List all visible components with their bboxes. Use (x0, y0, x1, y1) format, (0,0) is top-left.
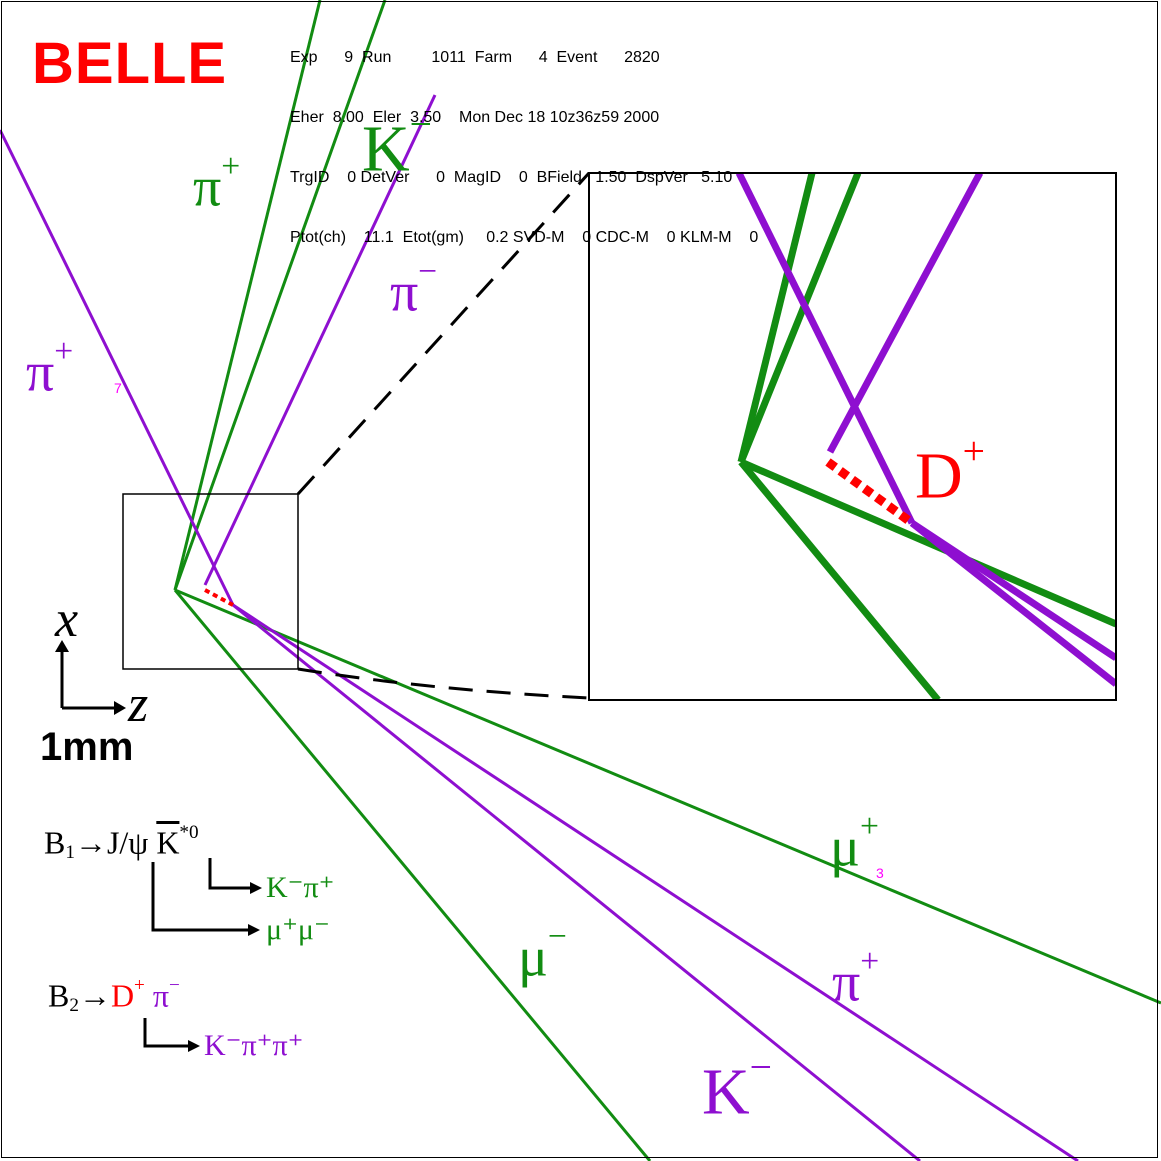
decay-b2: B2→D+ π− (48, 975, 180, 1017)
label-d-plus: D+ (915, 429, 985, 513)
label-pi-plus-green: π+ (193, 148, 241, 219)
label-pi-plus-purple-left: π+ (26, 333, 74, 404)
label-k-minus-green: K− (362, 102, 432, 186)
decay-jpsi-products: μ⁺μ⁻ (266, 913, 330, 946)
decay-arrow-d (143, 1018, 190, 1048)
axis-label-x: x (55, 591, 79, 648)
run-info-line-2: Eher 8.00 Eler 3.50 Mon Dec 18 10z36z59 … (290, 109, 660, 126)
track-pi-plus-purple-right (232, 603, 1079, 1161)
inset-track-purple-2 (826, 173, 984, 454)
inset-box (588, 172, 1117, 701)
track-number-3: 3 (876, 865, 884, 881)
label-k-minus-purple: K− (702, 1045, 772, 1129)
inset-tracks (735, 173, 1116, 700)
decay-arrow-kstar-head (250, 882, 262, 894)
inset-track-green-4 (738, 459, 941, 700)
decay-arrow-d-head (188, 1040, 200, 1052)
inset-track-purple-1 (735, 173, 916, 525)
inset-d-flight-path (825, 458, 915, 527)
track-mu-plus-green (174, 588, 1161, 1005)
decay-kstar-products: K⁻π⁺ (266, 871, 335, 904)
decay-d-products: K⁻π⁺π⁺ (204, 1029, 304, 1062)
track-number-7: 7 (114, 380, 122, 396)
zoom-region-box (122, 493, 299, 670)
track-k-minus-purple (232, 603, 921, 1161)
run-info: Exp 9 Run 1011 Farm 4 Event 2820 Eher 8.… (290, 8, 758, 288)
z-axis-arrow-head (114, 701, 126, 715)
decay-arrow-jpsi (151, 862, 250, 932)
track-mu-minus-green (173, 589, 652, 1161)
label-pi-minus-purple: π− (390, 253, 438, 324)
x-axis-arrow-head (55, 640, 69, 652)
inset-track-green-3 (739, 458, 1116, 628)
decay-arrow-jpsi-head (248, 924, 260, 936)
label-mu-minus-green: μ− (518, 918, 567, 989)
zoom-connector-top (296, 171, 591, 496)
axis-label-z: z (128, 676, 149, 733)
inset-track-green-1 (737, 173, 816, 463)
scale-label: 1mm (40, 725, 134, 769)
inset-track-purple-4 (909, 520, 1116, 687)
label-pi-plus-purple-right: π+ (832, 943, 880, 1014)
track-pi-plus-purple-left (0, 129, 235, 606)
decay-arrow-kstar (208, 858, 252, 890)
track-pi-minus-purple (203, 94, 437, 586)
label-mu-plus-green: μ+ (830, 808, 879, 879)
track-k-minus-green (173, 0, 387, 591)
decay-b1: B1→J/ψ K*0 (44, 822, 199, 864)
track-pi-plus-green (173, 0, 322, 591)
run-info-line-1: Exp 9 Run 1011 Farm 4 Event 2820 (290, 49, 660, 66)
inset-track-green-2 (737, 173, 862, 464)
run-info-line-4: Ptot(ch) 11.1 Etot(gm) 0.2 SVD-M 0 CDC-M… (290, 229, 759, 246)
experiment-logo: BELLE (32, 31, 228, 96)
run-info-line-3: TrgID 0 DetVer 0 MagID 0 BField 1.50 Dsp… (290, 169, 733, 186)
